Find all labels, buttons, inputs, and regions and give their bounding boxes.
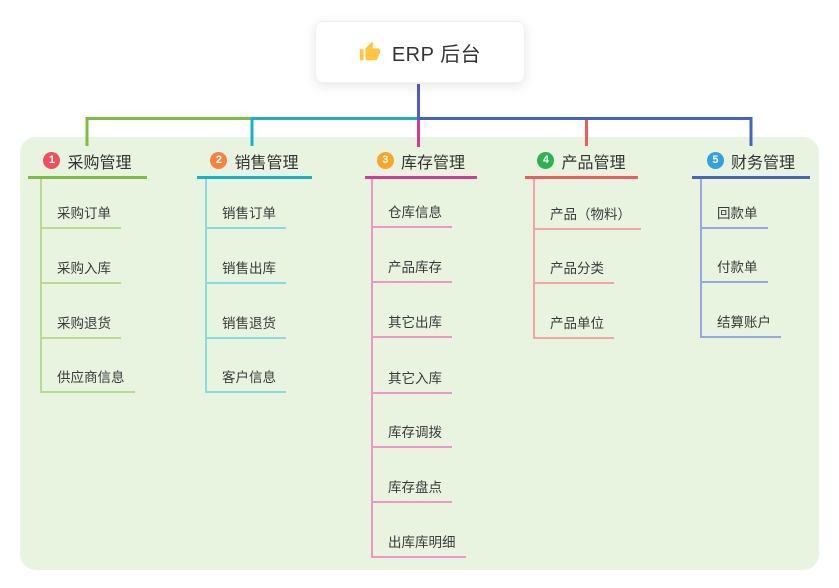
branch-number-badge: 4	[537, 152, 555, 169]
leaf-node[interactable]: 其它入库	[371, 366, 452, 394]
branch-node-product[interactable]: 4 产品管理	[525, 145, 638, 179]
leaf-node[interactable]: 库存盘点	[371, 475, 452, 503]
branch-number-badge: 2	[210, 152, 228, 169]
leaf-node[interactable]: 产品单位	[533, 311, 614, 339]
leaf-node[interactable]: 采购退货	[40, 311, 121, 339]
leaf-node[interactable]: 销售订单	[205, 201, 286, 229]
leaf-node[interactable]: 其它出库	[371, 310, 452, 338]
leaf-node[interactable]: 出库库明细	[371, 530, 466, 558]
leaf-node[interactable]: 回款单	[700, 201, 768, 229]
mindmap-background-panel	[20, 137, 819, 570]
leaf-node[interactable]: 客户信息	[205, 365, 286, 393]
leaf-node[interactable]: 供应商信息	[40, 365, 135, 393]
root-label: ERP 后台	[391, 43, 482, 66]
branch-number-badge: 1	[43, 152, 61, 169]
branch-node-finance[interactable]: 5 财务管理	[692, 145, 810, 179]
branch-node-sales[interactable]: 2 销售管理	[197, 145, 312, 179]
leaf-node[interactable]: 产品库存	[371, 255, 452, 283]
leaf-node[interactable]: 销售退货	[205, 311, 286, 339]
branch-number-badge: 3	[376, 152, 394, 169]
branch-label: 库存管理	[400, 154, 465, 172]
leaf-node[interactable]: 产品分类	[533, 256, 614, 284]
branch-number-badge: 5	[706, 152, 724, 169]
leaf-node[interactable]: 产品（物料）	[533, 202, 641, 230]
leaf-node[interactable]: 采购入库	[40, 256, 121, 284]
root-node[interactable]: ERP 后台	[315, 21, 525, 83]
leaf-node[interactable]: 结算账户	[700, 310, 781, 338]
leaf-node[interactable]: 仓库信息	[371, 200, 452, 228]
branch-node-inventory[interactable]: 3 库存管理	[365, 145, 477, 179]
thumbs-up-icon	[359, 41, 380, 61]
branch-node-procurement[interactable]: 1 采购管理	[28, 145, 147, 179]
branch-label: 产品管理	[561, 154, 626, 172]
branch-label: 销售管理	[234, 154, 299, 172]
leaf-node[interactable]: 付款单	[700, 255, 768, 283]
leaf-node[interactable]: 采购订单	[40, 201, 121, 229]
leaf-node[interactable]: 库存调拨	[371, 420, 452, 448]
leaf-node[interactable]: 销售出库	[205, 256, 286, 284]
branch-label: 财务管理	[730, 154, 795, 172]
branch-label: 采购管理	[67, 154, 132, 172]
